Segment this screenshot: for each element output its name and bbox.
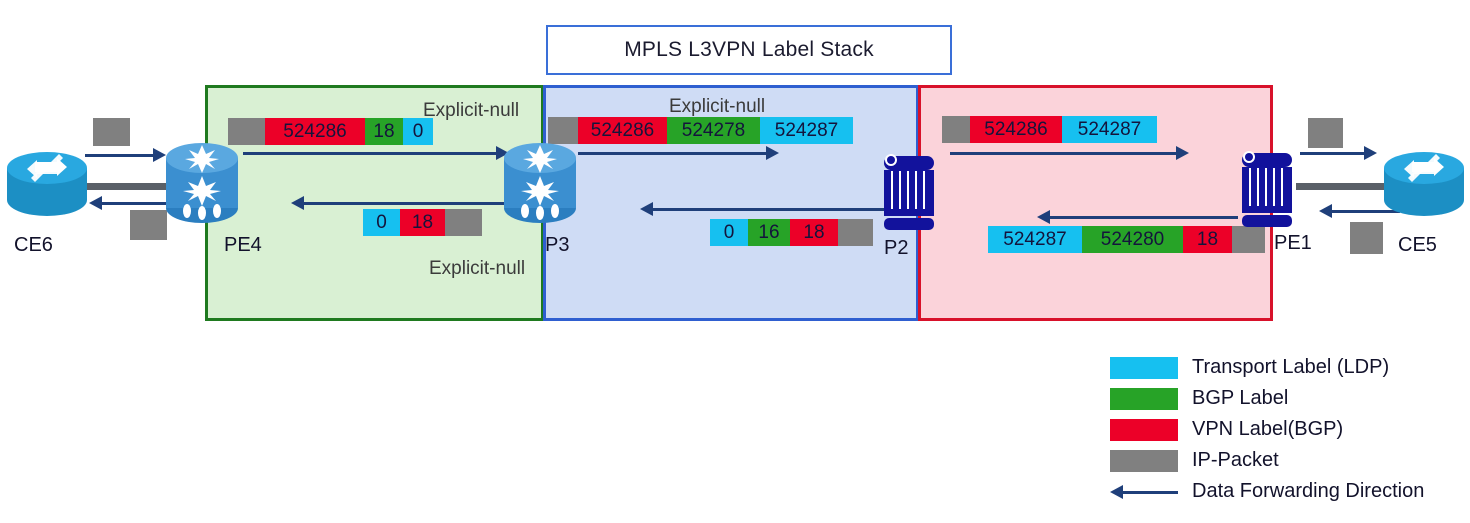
label-segment-transport-label: 0 [710,219,748,246]
label-segment-transport-label: 524287 [1062,116,1157,143]
ce6-label: CE6 [14,234,53,256]
legend-swatch-cyan [1110,356,1178,379]
annotation-green-bottom: Explicit-null [429,258,526,279]
legend-label: Transport Label (LDP) [1192,356,1390,378]
ce5-router-icon [1384,152,1464,216]
label-segment-bgp-label: 16 [748,219,790,246]
pe4-label: PE4 [224,234,262,256]
label-segment-bgp-label: 18 [365,118,403,145]
label-segment-ip-packet [1232,226,1265,253]
arrow-p3-to-p2 [578,146,779,160]
legend-swatch-green [1110,387,1178,410]
ip-packet-ce6-lower [130,210,167,240]
legend-swatch-red [1110,418,1178,441]
label-segment-vpn-label: 18 [400,209,445,236]
legend-item: Data Forwarding Direction [1110,476,1424,507]
label-segment-vpn-label: 18 [1183,226,1232,253]
arrow-pe1-to-p2 [1037,210,1238,224]
ce5-label: CE5 [1398,234,1437,256]
ip-packet-ce6-upper [93,118,130,146]
label-segment-bgp-label: 524280 [1082,226,1183,253]
page-title: MPLS L3VPN Label Stack [624,38,874,61]
legend-label: VPN Label(BGP) [1192,418,1344,440]
pe1-router-icon [1242,151,1292,227]
label-segment-transport-label: 524287 [760,117,853,144]
arrow-p2-to-pe1 [950,146,1189,160]
legend-arrow-icon [1110,481,1178,503]
arrow-ce6-to-pe4 [85,148,166,162]
label-segment-ip-packet [838,219,873,246]
legend-label: Data Forwarding Direction [1192,480,1425,502]
label-segment-ip-packet [548,117,578,144]
label-segment-ip-packet [445,209,482,236]
label-segment-vpn-label: 524286 [578,117,667,144]
arrow-pe4-to-ce6 [89,196,170,210]
arrow-ce5-to-pe1 [1319,204,1400,218]
label-segment-vpn-label: 18 [790,219,838,246]
annotation-green-top: Explicit-null [423,100,520,121]
label-segment-vpn-label: 524286 [970,116,1062,143]
ce6-router-icon [7,152,87,216]
label-segment-transport-label: 524287 [988,226,1082,253]
legend-label: IP-Packet [1192,449,1279,471]
arrow-pe4-to-p3 [243,146,509,160]
ip-packet-ce5-upper [1308,118,1343,148]
title-box: MPLS L3VPN Label Stack [546,25,952,75]
arrow-p2-to-p3 [640,202,886,216]
link-ce6-pe4 [83,183,183,190]
p2-label: P2 [884,237,909,259]
label-segment-ip-packet [942,116,970,143]
legend-item: VPN Label(BGP) [1110,414,1424,445]
label-segment-vpn-label: 524286 [265,118,365,145]
label-segment-transport-label: 0 [363,209,400,236]
arrow-p3-to-pe4 [291,196,514,210]
p3-label: P3 [545,234,570,256]
label-segment-ip-packet [228,118,265,145]
ip-packet-ce5-lower [1350,222,1383,254]
label-segment-transport-label: 0 [403,118,433,145]
annotation-blue-top: Explicit-null [669,96,766,117]
arrow-pe1-to-ce5 [1300,146,1377,160]
pe1-label: PE1 [1274,232,1312,254]
pe4-switch-icon [166,143,238,223]
legend-item: BGP Label [1110,383,1424,414]
legend-item: Transport Label (LDP) [1110,352,1424,383]
legend-label: BGP Label [1192,387,1289,409]
label-segment-bgp-label: 524278 [667,117,760,144]
legend-swatch-gray [1110,449,1178,472]
legend-item: IP-Packet [1110,445,1424,476]
p2-router-icon [884,154,934,230]
link-pe1-ce5 [1296,183,1386,190]
p3-switch-icon [504,143,576,223]
